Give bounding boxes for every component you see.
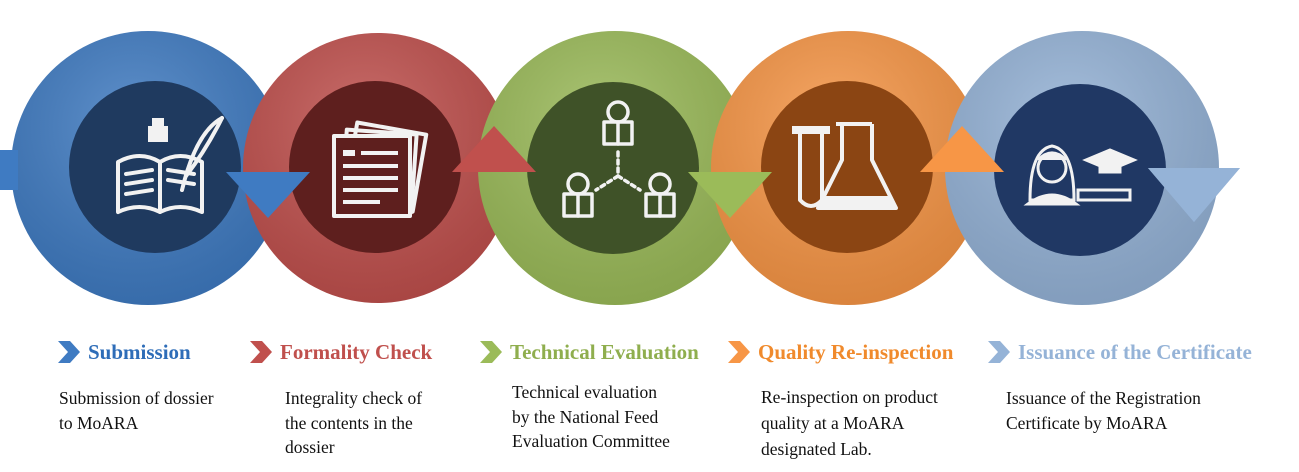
description-line: Evaluation Committee: [512, 431, 670, 451]
open-book-with-quill-icon: [116, 116, 224, 214]
description-line: the contents in the: [285, 412, 413, 433]
description-line: Submission of dossier: [59, 388, 214, 408]
graduate-certificate-icon: [1023, 144, 1138, 206]
process-flow-graphic: [0, 31, 1240, 305]
step-description-certificate-issuance: Issuance of the Registration Certificate…: [1006, 386, 1201, 435]
description-line: Re-inspection on product: [761, 387, 938, 407]
description-line: Issuance of the Registration: [1006, 388, 1201, 408]
step-title-quality-reinspection: Quality Re-inspection: [726, 336, 953, 368]
arrow-head-1: [226, 172, 310, 218]
step-description-technical-evaluation: Technical evaluation by the National Fee…: [512, 380, 670, 454]
step-title-submission: Submission: [56, 336, 191, 368]
arrow-head-2: [452, 126, 536, 172]
ring-arrow-tail-1: [1148, 168, 1240, 222]
chevron-right-icon: [988, 341, 1010, 363]
step-ring-technical-evaluation: [478, 31, 752, 305]
description-line: to MoARA: [59, 412, 139, 433]
description-line: designated Lab.: [761, 439, 872, 459]
lab-flasks-icon: [792, 122, 898, 210]
step-ring-certificate-issuance: [945, 31, 1219, 305]
committee-readers-icon: [562, 100, 676, 218]
description-line: dossier: [285, 437, 335, 457]
step-title-text: Formality Check: [280, 339, 433, 364]
description-line: by the National Feed: [512, 406, 659, 427]
step-title-formality-check: Formality Check: [248, 336, 432, 368]
step-ring-submission: [11, 31, 285, 305]
step-title-text: Quality Re-inspection: [758, 339, 954, 364]
step-title-certificate-issuance: Issuance of the Certificate: [986, 336, 1252, 368]
step-description-formality-check: Integrality check of the contents in the…: [285, 386, 422, 460]
step-title-text: Submission: [88, 339, 191, 364]
description-line: Certificate by MoARA: [1006, 412, 1168, 433]
chevron-right-icon: [250, 341, 272, 363]
step-ring-quality-reinspection: [711, 31, 985, 305]
chevron-right-icon: [480, 341, 502, 363]
description-line: Integrality check of: [285, 388, 423, 408]
arrow-head-4: [920, 126, 1004, 172]
step-title-text: Issuance of the Certificate: [1018, 339, 1252, 364]
description-line: Technical evaluation: [512, 382, 658, 402]
step-title-text: Technical Evaluation: [510, 339, 699, 364]
description-line: quality at a MoARA: [761, 413, 905, 433]
document-stack-icon: [332, 120, 429, 218]
chevron-right-icon: [728, 341, 750, 363]
step-description-submission: Submission of dossier to MoARA: [59, 386, 214, 435]
arrow-head-3: [688, 172, 772, 218]
chevron-right-icon: [58, 341, 80, 363]
step-description-quality-reinspection: Re-inspection on product quality at a Mo…: [761, 384, 938, 462]
ring-tail-left: [0, 150, 18, 190]
step-title-technical-evaluation: Technical Evaluation: [478, 336, 699, 368]
